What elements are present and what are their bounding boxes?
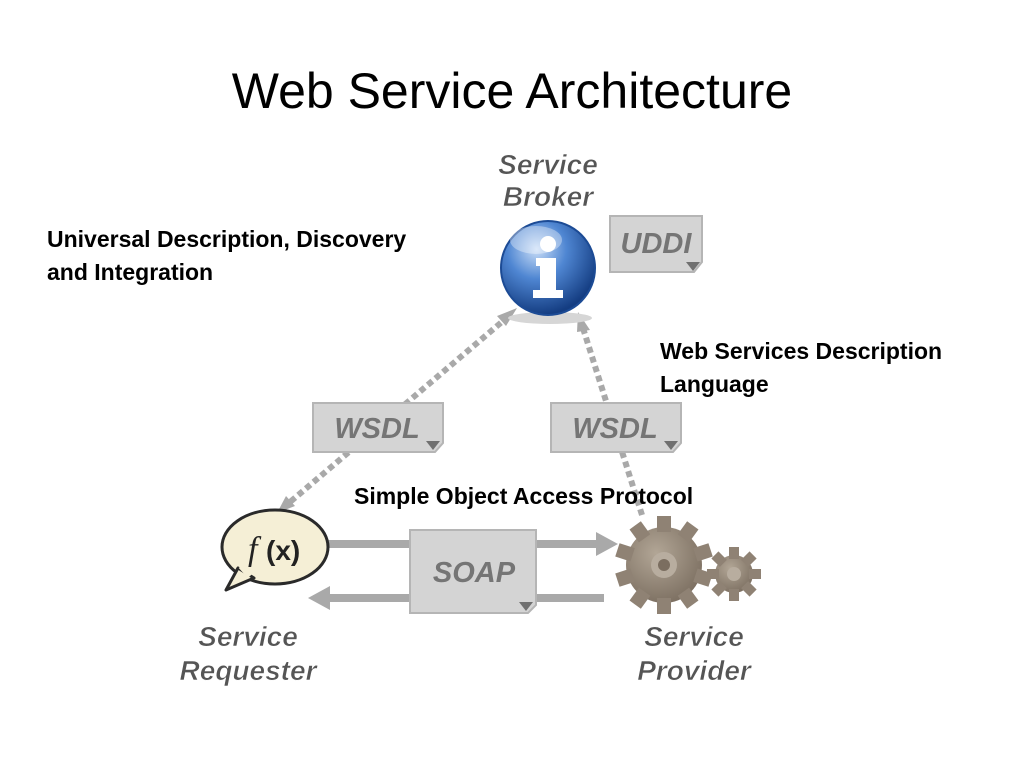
wsdl-left-label: WSDL	[334, 413, 419, 445]
function-glyph-x: (x)	[266, 535, 300, 566]
wsdl-document-left: WSDL	[312, 402, 444, 453]
soap-annotation: Simple Object Access Protocol	[354, 480, 693, 513]
broker-label-line1: Service	[498, 149, 598, 180]
requester-label: Service Requester	[179, 621, 319, 687]
provider-label: Service Provider	[637, 621, 753, 687]
uddi-annotation-line2: and Integration	[47, 259, 214, 285]
provider-label-line1: Service	[644, 621, 744, 652]
uddi-label: UDDI	[621, 228, 693, 260]
wsdl-annotation: Web Services Description Language	[660, 335, 942, 401]
wsdl-annotation-line2: Language	[660, 371, 769, 397]
broker-label: Service Broker	[498, 149, 598, 213]
broker-label-line2: Broker	[503, 181, 595, 212]
uddi-annotation: Universal Description, Discovery and Int…	[47, 223, 406, 289]
uddi-document: UDDI	[609, 215, 703, 273]
soap-document: SOAP	[409, 529, 537, 614]
requester-label-line1: Service	[198, 621, 298, 652]
wsdl-document-right: WSDL	[550, 402, 682, 453]
gears-icon	[615, 516, 761, 614]
function-icon: f (x)	[220, 508, 330, 592]
uddi-annotation-line1: Universal Description, Discovery	[47, 226, 407, 252]
provider-label-line2: Provider	[637, 655, 753, 686]
soap-annotation-line1: Simple Object Access Protocol	[354, 483, 694, 509]
info-icon	[500, 220, 596, 324]
soap-label: SOAP	[433, 557, 516, 589]
wsdl-right-label: WSDL	[572, 413, 657, 445]
slide-title: Web Service Architecture	[231, 63, 793, 119]
wsdl-annotation-line1: Web Services Description	[660, 338, 943, 364]
requester-label-line2: Requester	[180, 655, 319, 686]
